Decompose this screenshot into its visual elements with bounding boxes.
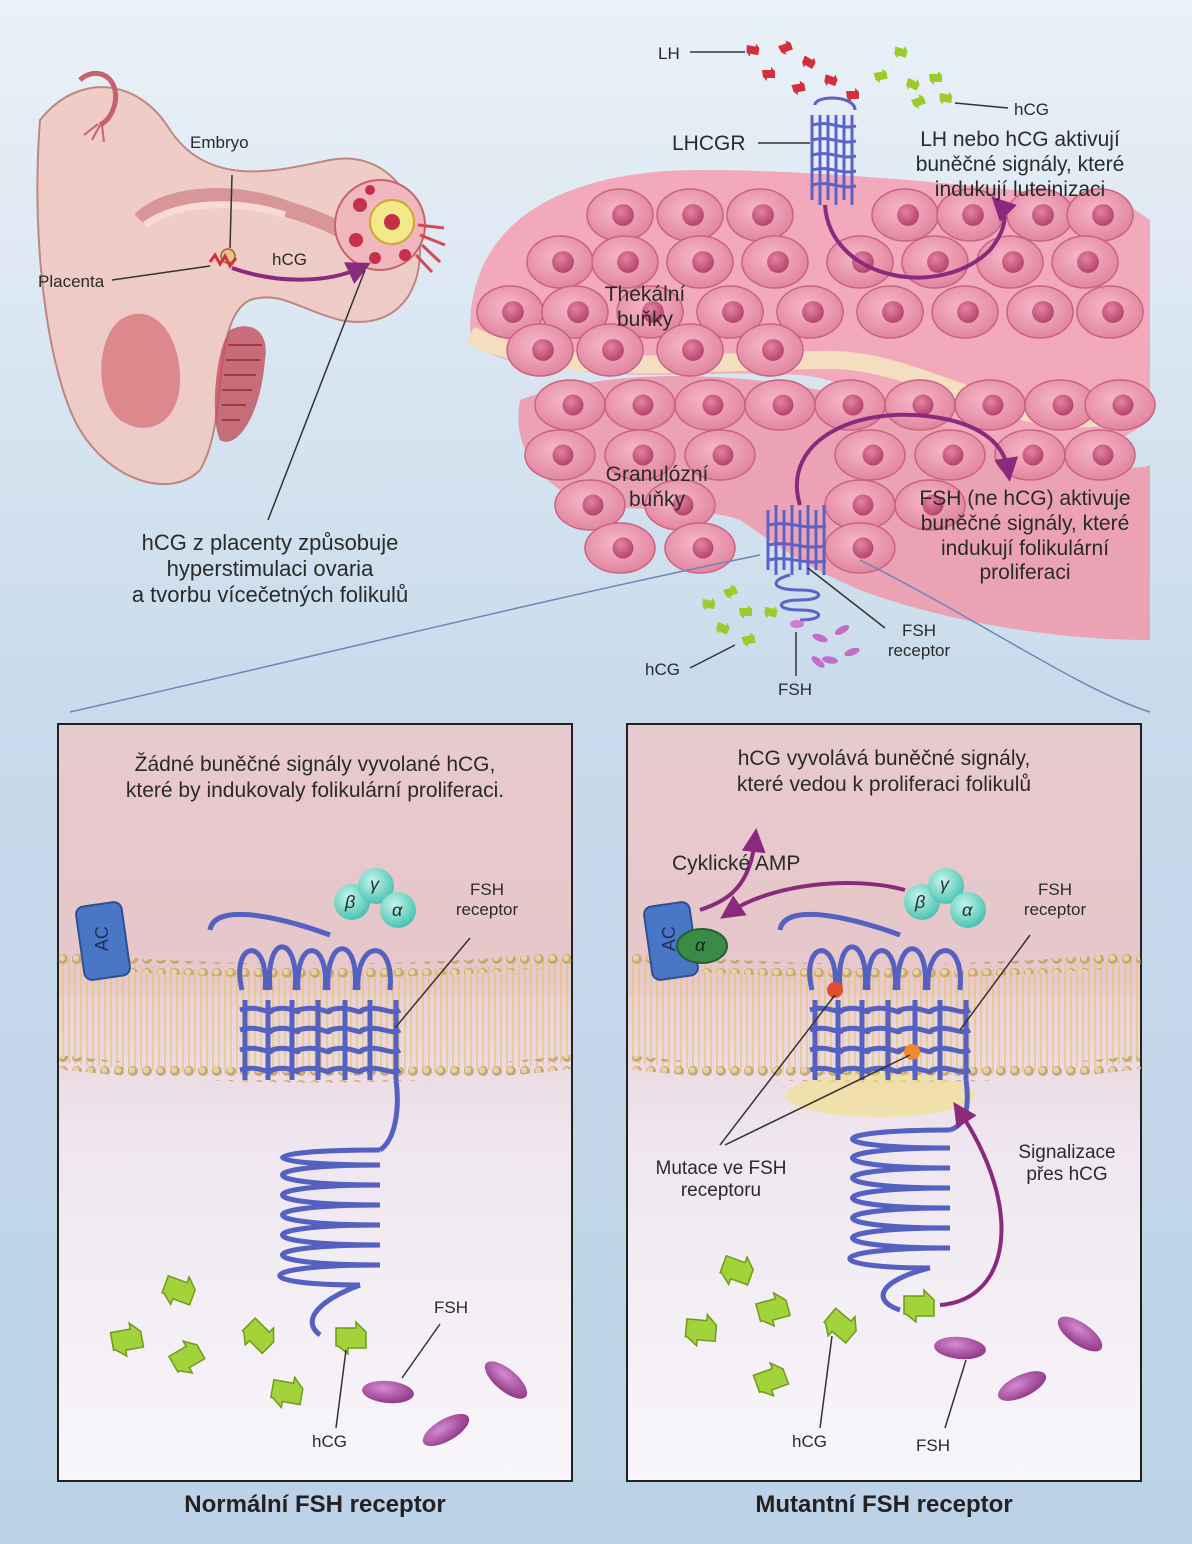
cell-nucleus [853, 495, 874, 516]
cell-nucleus [567, 301, 589, 323]
cell-nucleus [602, 339, 624, 361]
cell-nucleus [1113, 395, 1134, 416]
gamma-label-right: γ [940, 874, 949, 895]
normal-panel-text: Žádné buněčné signály vyvolané hCG, kter… [60, 752, 570, 805]
cell-nucleus [1077, 251, 1099, 273]
mutant-panel-text: hCG vyvolává buněčné signály, které vedo… [627, 746, 1141, 799]
lh-label: LH [658, 44, 680, 64]
fsh-receptor-small-label: FSH receptor [876, 621, 962, 661]
embryo-label: Embryo [190, 133, 249, 153]
beta-label-right: β [915, 892, 925, 913]
cell-nucleus [1032, 204, 1054, 226]
cell-nucleus [1002, 251, 1024, 273]
cell-nucleus [1032, 301, 1054, 323]
placenta-label: Placenta [38, 272, 104, 292]
hcg-signaling-label: Signalizace přes hCG [1002, 1142, 1132, 1187]
cell-nucleus [612, 204, 634, 226]
cell-nucleus [682, 204, 704, 226]
luteinization-text: LH nebo hCG aktivují buněčné signály, kt… [880, 128, 1160, 202]
fsh-label-right: FSH [916, 1436, 950, 1456]
fsh-label-left: FSH [434, 1298, 468, 1318]
cell-nucleus [943, 445, 964, 466]
normal-receptor-caption: Normální FSH receptor [58, 1491, 572, 1519]
hcg-placenta-caption: hCG z placenty způsobuje hyperstimulaci … [100, 530, 440, 608]
cell-nucleus [1092, 204, 1114, 226]
cell-nucleus [962, 204, 984, 226]
cell-nucleus [1053, 395, 1074, 416]
mutant-receptor-panel [627, 724, 1141, 1481]
cell-nucleus [552, 251, 574, 273]
cell-nucleus [553, 445, 574, 466]
alpha-label-right: α [962, 900, 972, 921]
cell-nucleus [563, 395, 584, 416]
cell-nucleus [843, 395, 864, 416]
mutation-label: Mutace ve FSH receptoru [636, 1158, 806, 1203]
cell-nucleus [762, 339, 784, 361]
hcg-bottom-label: hCG [645, 660, 680, 680]
cell-nucleus [613, 538, 634, 559]
cell-nucleus [633, 395, 654, 416]
cell-nucleus [752, 204, 774, 226]
fsh-receptor-label-left: FSH receptor [440, 880, 534, 920]
cell-nucleus [927, 251, 949, 273]
cell-nucleus [1093, 445, 1114, 466]
cell-nucleus [693, 538, 714, 559]
hcg-arrow-label: hCG [272, 250, 307, 270]
cell-nucleus [773, 395, 794, 416]
cell-nucleus [692, 251, 714, 273]
cell-nucleus [1102, 301, 1124, 323]
alpha-label-left: α [392, 900, 402, 921]
cell-nucleus [897, 204, 919, 226]
granulosa-cells-label: Granulózní buňky [592, 463, 722, 513]
cell-nucleus [1023, 445, 1044, 466]
fsh-proliferation-text: FSH (ne hCG) aktivuje buněčné signály, k… [880, 487, 1170, 586]
cell-nucleus [863, 445, 884, 466]
fsh-bottom-label: FSH [778, 680, 812, 700]
ac-label-left: AC [92, 926, 113, 951]
beta-label-left: β [345, 892, 355, 913]
gamma-label-left: γ [370, 874, 379, 895]
cell-nucleus [502, 301, 524, 323]
cell-nucleus [957, 301, 979, 323]
camp-label: Cyklické AMP [672, 852, 800, 877]
cell-nucleus [802, 301, 824, 323]
cell-nucleus [682, 339, 704, 361]
cell-nucleus [617, 251, 639, 273]
ac-label-right: AC [659, 926, 680, 951]
cell-nucleus [767, 251, 789, 273]
cell-nucleus [722, 301, 744, 323]
hcg-label-left: hCG [312, 1432, 347, 1452]
mutant-receptor-caption: Mutantní FSH receptor [627, 1491, 1141, 1519]
lhcgr-label: LHCGR [672, 132, 746, 157]
cell-nucleus [853, 538, 874, 559]
hcg-top-label: hCG [1014, 100, 1049, 120]
alpha-free-label: α [695, 935, 705, 956]
cell-nucleus [532, 339, 554, 361]
cell-nucleus [913, 395, 934, 416]
fsh-receptor-label-right: FSH receptor [1008, 880, 1102, 920]
theca-cells-label: Thekální buňky [590, 283, 700, 333]
hcg-label-right: hCG [792, 1432, 827, 1452]
normal-receptor-panel [58, 724, 572, 1481]
cell-nucleus [703, 395, 724, 416]
cell-nucleus [983, 395, 1004, 416]
cell-nucleus [882, 301, 904, 323]
